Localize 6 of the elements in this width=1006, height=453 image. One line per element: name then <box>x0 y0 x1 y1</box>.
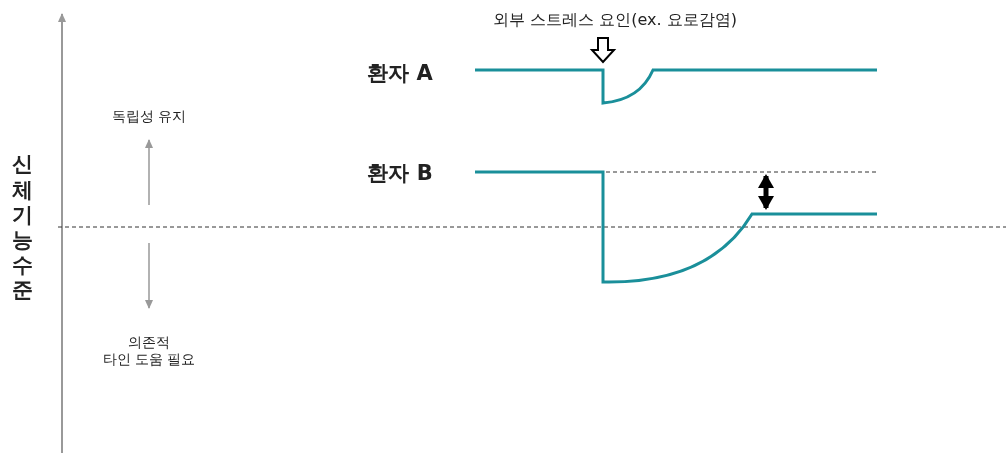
patient-label: 환자 B <box>367 159 433 187</box>
direction-label: 독립성 유지 <box>111 108 187 126</box>
axis-title: 신체기능 수준 <box>10 152 34 304</box>
direction-label: 의존적 타인 도움 필요 <box>102 333 196 369</box>
stress-label: 외부 스트레스 요인(ex. 요로감염) <box>493 10 737 30</box>
patient-label: 환자 A <box>367 59 433 87</box>
